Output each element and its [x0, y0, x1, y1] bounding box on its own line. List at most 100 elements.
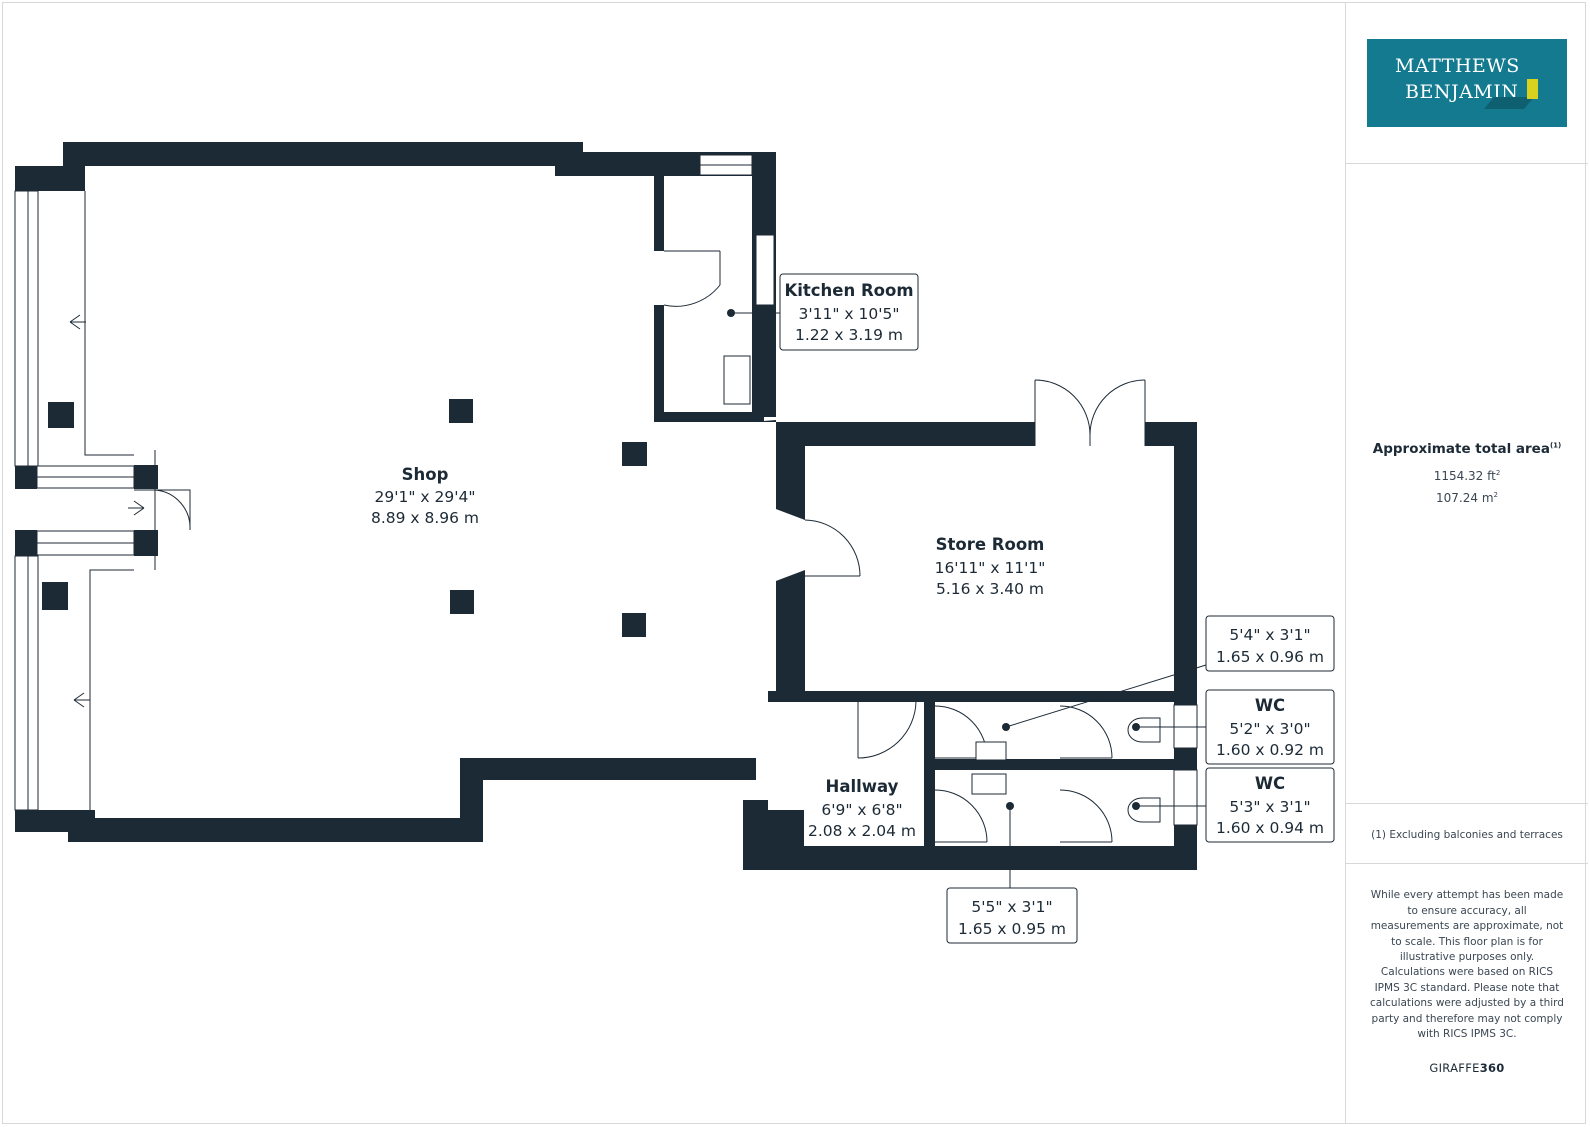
column [42, 582, 68, 610]
callout-leaders [731, 312, 1207, 888]
kitchen-callout [779, 273, 919, 351]
toilet-upper [1127, 717, 1161, 743]
wc1-imperial: 5'2" x 3'0" [1229, 720, 1310, 738]
corridor-lower-imperial: 5'5" x 3'1" [971, 898, 1052, 916]
column [48, 402, 74, 428]
wall [15, 465, 37, 489]
floor-plan: Shop 29'1" x 29'4" 8.89 x 8.96 m Kitchen… [14, 142, 1335, 944]
callout-dots [727, 309, 1140, 810]
divider [1346, 863, 1588, 864]
area-sqm: 107.24 m2 [1346, 491, 1588, 505]
column [449, 399, 473, 423]
giraffe360-brand: GIRAFFE360 [1346, 1061, 1588, 1075]
store-double-door [1034, 379, 1146, 446]
wc1-metric: 1.60 x 0.92 m [1216, 741, 1324, 759]
wall [68, 818, 483, 842]
wc2-callout [1205, 767, 1335, 843]
area-sqm-text: 107.24 m [1436, 491, 1494, 505]
wall [654, 176, 664, 251]
hallway-name: Hallway [826, 777, 899, 796]
hallway-imperial: 6'9" x 6'8" [821, 801, 902, 819]
brand-logo: Matthews Benjamin [1367, 39, 1567, 127]
store-name: Store Room [936, 535, 1045, 554]
hallway-door [857, 701, 917, 759]
disclaimer-paragraph-2: Calculations were based on RICS IPMS 3C … [1370, 966, 1564, 1040]
wall [1174, 680, 1197, 705]
wall [924, 759, 935, 789]
kitchen-name: Kitchen Room [784, 281, 913, 300]
divider [1346, 163, 1588, 164]
kitchen-sink [723, 355, 751, 405]
brand-right: 360 [1479, 1061, 1505, 1075]
columns [42, 399, 647, 637]
shop-imperial: 29'1" x 29'4" [375, 488, 476, 506]
store-metric: 5.16 x 3.40 m [936, 580, 1044, 598]
wall [134, 530, 158, 556]
logo-line-1: Matthews [1395, 55, 1520, 77]
area-title-note: (1) [1549, 441, 1562, 450]
kitchen-metric: 1.22 x 3.19 m [795, 326, 903, 344]
hall-corner [768, 702, 778, 822]
wall [1174, 748, 1197, 770]
shop-windows [14, 190, 135, 811]
logo-line-2: Benjamin [1405, 81, 1519, 103]
corridor-lower-callout [946, 887, 1078, 944]
shop-recess [84, 191, 156, 810]
shop-metric: 8.89 x 8.96 m [371, 509, 479, 527]
wall [654, 412, 764, 422]
exit-arrows [69, 314, 145, 708]
wc-sink-upper [975, 741, 1007, 761]
wc1-callout [1205, 689, 1335, 765]
wall [63, 142, 85, 190]
wc-window-lower [1173, 769, 1198, 826]
wall [916, 691, 1174, 702]
wall [654, 305, 664, 422]
wall [768, 691, 858, 702]
area-sqft-text: 1154.32 ft [1433, 469, 1496, 483]
shop-entrance-door [134, 489, 191, 531]
area-footnote: (1) Excluding balconies and terraces [1371, 829, 1563, 841]
shop-name: Shop [402, 465, 449, 484]
column [450, 590, 474, 614]
area-title: Approximate total area(1) [1346, 441, 1588, 457]
corridor-upper-callout [1205, 615, 1335, 672]
kitchen-imperial: 3'11" x 10'5" [799, 305, 900, 323]
wall [134, 465, 158, 489]
store-door [804, 519, 861, 577]
wc2-metric: 1.60 x 0.94 m [1216, 819, 1324, 837]
corridor-lower-metric: 1.65 x 0.95 m [958, 920, 1066, 938]
store-imperial: 16'11" x 11'1" [935, 559, 1046, 577]
toilet-lower [1127, 797, 1161, 823]
wall [15, 530, 37, 556]
area-sqft: 1154.32 ft2 [1346, 469, 1588, 483]
store-interior [805, 446, 1174, 691]
corridor-upper-imperial: 5'4" x 3'1" [1229, 626, 1310, 644]
wall [924, 759, 1174, 770]
interiors [752, 446, 1175, 846]
wc-sink-lower [971, 773, 1007, 795]
corridor-upper-metric: 1.65 x 0.96 m [1216, 648, 1324, 666]
column [622, 442, 647, 466]
info-sidebar: Matthews Benjamin Approximate total area… [1345, 3, 1588, 1123]
logo-accent [1527, 79, 1538, 99]
brand-left: GIRAFFE [1429, 1061, 1480, 1075]
area-sqm-exp: 2 [1493, 491, 1498, 499]
divider [1346, 803, 1588, 804]
kitchen-window [699, 154, 775, 306]
hallway-metric: 2.08 x 2.04 m [808, 822, 916, 840]
wc2-name: WC [1255, 774, 1285, 793]
wc2-imperial: 5'3" x 3'1" [1229, 798, 1310, 816]
area-title-text: Approximate total area [1372, 441, 1550, 457]
passage [752, 500, 805, 590]
wc1-name: WC [1255, 696, 1285, 715]
kitchen-door [663, 250, 721, 307]
wall [460, 758, 756, 780]
column [622, 613, 646, 637]
area-sqft-exp: 2 [1495, 469, 1501, 477]
wall [63, 142, 583, 166]
internal-walls [768, 680, 1197, 870]
disclaimer-paragraph-1: While every attempt has been made to ens… [1370, 889, 1564, 963]
wall [1174, 825, 1197, 870]
wall [768, 810, 804, 846]
